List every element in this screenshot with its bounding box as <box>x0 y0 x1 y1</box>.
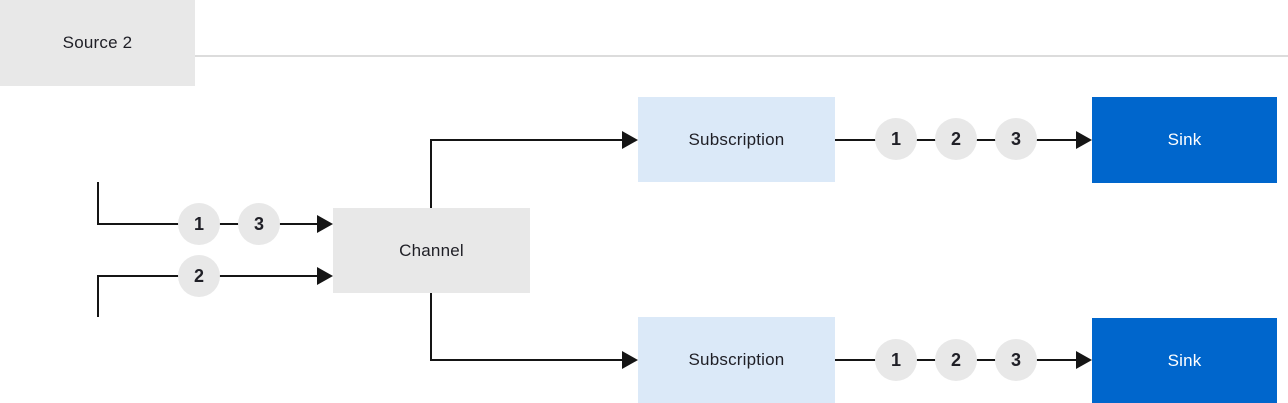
node-sink-bottom-label: Sink <box>1167 350 1202 370</box>
node-sink-top: Sink <box>1092 97 1277 183</box>
node-subscription-top-label: Subscription <box>688 129 785 149</box>
event-circle-bottom-3: 3 <box>995 339 1037 381</box>
event-circle-source2-2: 2 <box>178 255 220 297</box>
node-channel-label: Channel <box>399 240 464 260</box>
event-circle-source1-3: 3 <box>238 203 280 245</box>
node-source-2: Source 2 <box>0 0 195 86</box>
arrowhead-into-sink-bottom <box>1076 351 1092 369</box>
node-channel: Channel <box>333 208 530 293</box>
event-circle-bottom-2: 2 <box>935 339 977 381</box>
arrowhead-into-subscription-bottom <box>622 351 638 369</box>
event-circle-top-3: 3 <box>995 118 1037 160</box>
arrowhead-into-sink-top <box>1076 131 1092 149</box>
arrowhead-into-channel-top <box>317 215 333 233</box>
event-circle-source1-1: 1 <box>178 203 220 245</box>
node-subscription-top: Subscription <box>638 97 835 182</box>
node-source-2-label: Source 2 <box>62 33 133 52</box>
connector-source2-vertical <box>97 276 99 317</box>
event-circle-top-2: 2 <box>935 118 977 160</box>
connector-channel-top-vertical <box>430 140 432 208</box>
connector-channel-bottom-horizontal <box>430 359 622 361</box>
node-sink-top-label: Sink <box>1167 130 1202 149</box>
arrowhead-into-subscription-top <box>622 131 638 149</box>
node-subscription-bottom: Subscription <box>638 317 835 403</box>
arrowhead-into-channel-bottom <box>317 267 333 285</box>
connector-source1-vertical <box>97 182 99 224</box>
connector-channel-bottom-vertical <box>430 293 432 360</box>
header-divider <box>0 55 1288 57</box>
node-subscription-bottom-label: Subscription <box>688 350 785 369</box>
event-circle-top-1: 1 <box>875 118 917 160</box>
event-circle-bottom-1: 1 <box>875 339 917 381</box>
connector-channel-top-horizontal <box>430 139 622 141</box>
node-sink-bottom: Sink <box>1092 318 1277 403</box>
